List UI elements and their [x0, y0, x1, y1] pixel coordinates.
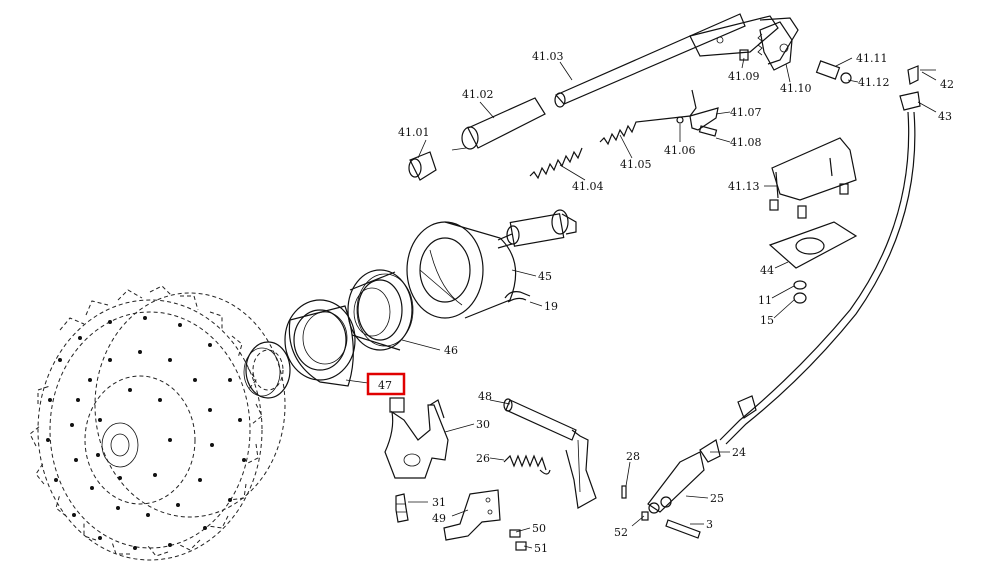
roller-41-11-41-12: [815, 60, 852, 84]
callout-19: 19: [544, 300, 558, 313]
callout-28: 28: [626, 450, 640, 463]
callout-41-08: 41.08: [730, 136, 762, 149]
bolt-50-51: [509, 529, 527, 551]
callout-43: 43: [938, 110, 952, 123]
callout-45: 45: [538, 270, 552, 283]
callout-41-12: 41.12: [858, 76, 890, 89]
callout-41-06: 41.06: [664, 144, 696, 157]
callout-41-09: 41.09: [728, 70, 760, 83]
control-cable: [699, 111, 916, 463]
bushing-41-01: [408, 151, 437, 181]
callout-15: 15: [760, 314, 774, 327]
washers-11-15: [793, 280, 807, 304]
actuator-cylinder: [497, 209, 577, 249]
release-fork: [384, 397, 449, 479]
callout-labels: 41.01 41.02 41.03 41.04 41.05 41.06 41.0…: [378, 50, 954, 555]
gasket-44: [768, 221, 858, 269]
callout-41-04: 41.04: [572, 180, 604, 193]
clevis-25: [647, 451, 705, 514]
pin-41-08: [698, 125, 718, 137]
release-shaft: [503, 398, 597, 509]
leader-lines: [345, 57, 937, 549]
clutch-disc: [29, 285, 286, 561]
callout-24: 24: [732, 446, 746, 459]
callout-48: 48: [478, 390, 492, 403]
callout-41-03: 41.03: [532, 50, 564, 63]
highlight-box: [366, 372, 406, 396]
ratchet-segment-41-10: [757, 21, 793, 71]
cable-adjuster-42-43: [899, 65, 936, 111]
release-bearing: [347, 269, 414, 351]
callout-41-11: 41.11: [856, 52, 888, 65]
pawl-41-07: [689, 107, 719, 131]
callout-41-01: 41.01: [398, 126, 430, 139]
callout-41-13: 41.13: [728, 180, 760, 193]
callout-49: 49: [432, 512, 446, 525]
callout-31: 31: [432, 496, 446, 509]
nut-52: [641, 511, 649, 521]
callout-11: 11: [758, 294, 772, 307]
bracket-41-13: [769, 137, 857, 219]
clutch-housing: [406, 221, 517, 319]
callout-41-02: 41.02: [462, 88, 494, 101]
callout-47: 47: [378, 379, 392, 392]
pin-28: [621, 485, 627, 499]
callout-52: 52: [614, 526, 628, 539]
callout-51: 51: [534, 542, 548, 555]
pin-3: [665, 519, 701, 539]
spring-26: [503, 454, 551, 475]
callout-41-10: 41.10: [780, 82, 812, 95]
callout-41-05: 41.05: [620, 158, 652, 171]
clip-41-06: [676, 116, 684, 124]
callout-3: 3: [706, 518, 713, 531]
callout-26: 26: [476, 452, 490, 465]
grease-nipple-31: [395, 493, 409, 523]
pilot-bearing: [243, 341, 291, 399]
bracket-49: [443, 489, 501, 541]
release-bearing-carrier: [284, 299, 356, 387]
sleeve-41-02: [451, 97, 546, 151]
callout-46: 46: [444, 344, 458, 357]
callout-42: 42: [940, 78, 954, 91]
handle-lever-41-03: [554, 13, 799, 108]
spring-41-04: [529, 147, 583, 180]
callout-44: 44: [760, 264, 774, 277]
callout-41-07: 41.07: [730, 106, 762, 119]
callout-50: 50: [532, 522, 546, 535]
callout-25: 25: [710, 492, 724, 505]
return-spring-19: [504, 291, 531, 303]
callout-30: 30: [476, 418, 490, 431]
